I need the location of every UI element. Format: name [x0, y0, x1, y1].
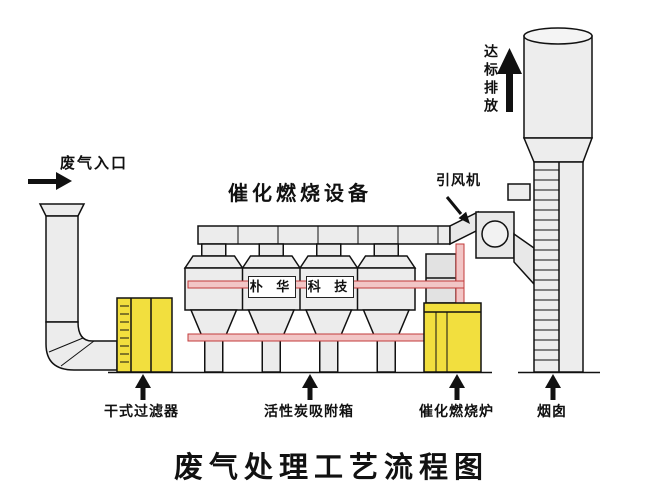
- furnace-label: 催化燃烧炉: [419, 403, 494, 419]
- induced-draft-fan: [475, 211, 535, 286]
- diagram-title: 废气处理工艺流程图: [173, 452, 489, 484]
- chimney-label: 烟囱: [537, 403, 567, 419]
- dry-filter: [116, 297, 173, 373]
- carbon-adsorption-box: [183, 225, 451, 373]
- inlet-duct: [38, 203, 118, 371]
- chimney-ladder: [534, 169, 559, 361]
- catalytic-furnace: [423, 302, 482, 373]
- brand-plate-left: 朴 华: [248, 276, 296, 298]
- brand-plate-right: 科 技: [306, 276, 354, 298]
- fan-pointer-arrow: [445, 196, 470, 224]
- furnace-pointer: [449, 374, 465, 400]
- fan-outlet-duct: [513, 232, 535, 286]
- dry-filter-label: 干式过滤器: [104, 403, 179, 419]
- dry-filter-pointer: [135, 374, 151, 400]
- fan-label: 引风机: [436, 172, 481, 188]
- emission-label: 达标排放: [483, 44, 499, 116]
- equipment-label: 催化燃烧设备: [228, 183, 372, 205]
- label-pointer-arrows: [135, 374, 561, 400]
- carbon-box-pointer: [302, 374, 318, 400]
- top-duct: [197, 225, 451, 245]
- chimney-platform: [507, 183, 531, 201]
- furnace-top-box: [425, 253, 457, 304]
- inlet-arrow: [28, 172, 72, 190]
- carbon-box-label: 活性炭吸附箱: [264, 403, 354, 419]
- chimney: [507, 27, 594, 373]
- chimney-top-cylinder: [523, 35, 593, 139]
- emission-arrow: [497, 48, 522, 112]
- inlet-label: 废气入口: [60, 155, 129, 172]
- chimney-pointer: [545, 374, 561, 400]
